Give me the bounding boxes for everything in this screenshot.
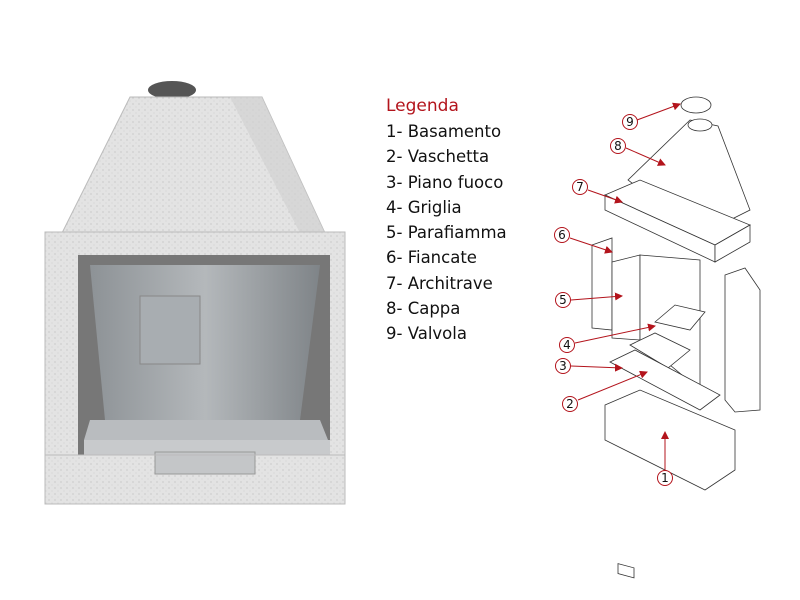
svg-text:2: 2 [566, 397, 574, 411]
svg-text:5: 5 [559, 293, 567, 307]
legend-item: 4- Griglia [386, 197, 462, 217]
valve-part [680, 96, 712, 114]
callout-9: 9 [622, 114, 638, 130]
legend-item: 3- Piano fuoco [386, 172, 504, 192]
side-part-left [591, 237, 613, 331]
fireplace-photo [44, 81, 346, 505]
legend-title: Legenda [386, 96, 459, 116]
svg-text:8: 8 [614, 139, 622, 153]
callout-1: 1 [657, 470, 673, 486]
callout-3: 3 [555, 358, 571, 374]
svg-text:1: 1 [661, 471, 669, 485]
svg-text:7: 7 [576, 180, 584, 194]
legend-item: 6- Fiancate [386, 248, 477, 268]
flue-collar [148, 81, 196, 99]
callout-5: 5 [555, 292, 571, 308]
svg-text:4: 4 [563, 338, 571, 352]
callout-6: 6 [554, 227, 570, 243]
legend-item: 2- Vaschetta [386, 147, 490, 167]
legend-item: 7- Architrave [386, 273, 493, 293]
callout-7: 7 [572, 179, 588, 195]
base-part [604, 389, 736, 491]
callout-4: 4 [559, 337, 575, 353]
legend-item: 8- Cappa [386, 299, 461, 319]
legend-item: 1- Basamento [386, 122, 502, 141]
side-part-right [724, 267, 761, 413]
callouts [569, 102, 681, 470]
callout-8: 8 [610, 138, 626, 154]
fireback-part [611, 254, 641, 341]
legend-item: 9- Valvola [386, 324, 467, 344]
legend-item: 5- Parafiamma [386, 223, 507, 243]
callout-2: 2 [562, 396, 578, 412]
legend: Legenda 1- Basamento 2- Vaschetta 3- Pia… [386, 94, 507, 347]
grate-part [654, 304, 706, 331]
svg-text:3: 3 [559, 359, 567, 373]
svg-text:9: 9 [626, 115, 634, 129]
svg-text:6: 6 [558, 228, 566, 242]
hearth-part [609, 349, 721, 411]
ash-drawer [154, 451, 256, 475]
